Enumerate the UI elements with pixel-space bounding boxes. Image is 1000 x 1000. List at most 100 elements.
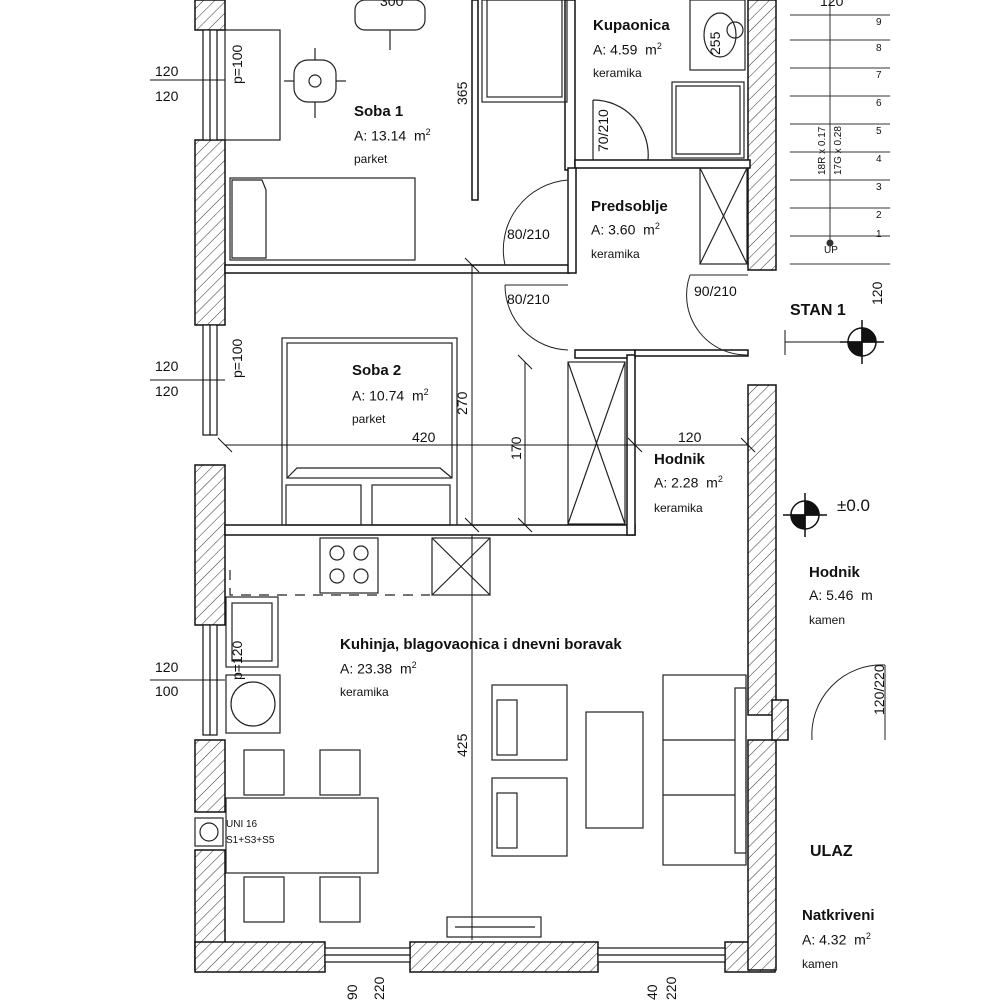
room-area-natkriveni: A: 4.32 m2 xyxy=(802,931,871,948)
dining-table xyxy=(225,797,379,874)
room-name-soba2: Soba 2 xyxy=(352,362,402,379)
window-height-soba1: p=100 xyxy=(229,44,245,84)
stairs xyxy=(790,0,890,265)
radiator xyxy=(446,916,542,938)
wall-predsoblje-left xyxy=(567,167,577,274)
dim-255: 255 xyxy=(707,31,723,55)
stair-step: 1 xyxy=(876,229,882,240)
toilet-box xyxy=(689,0,746,71)
stair-step: 5 xyxy=(876,126,882,137)
window-height-soba2: p=100 xyxy=(229,338,245,378)
stan-label: STAN 1 xyxy=(790,302,846,319)
coffee-table xyxy=(585,711,644,829)
room-material-soba2: parket xyxy=(352,412,386,426)
nightstand-left xyxy=(285,484,362,526)
win2-b: 120 xyxy=(155,383,179,399)
east-column xyxy=(771,699,789,741)
room-material-hodnik-2: kamen xyxy=(809,613,846,627)
window-height-kitchen: p=120 xyxy=(229,640,245,680)
level-markers xyxy=(783,320,884,537)
wardrobe-soba2 xyxy=(567,361,626,525)
uni-marker xyxy=(194,817,224,847)
soba1-furniture xyxy=(224,0,568,261)
stair-riser-label: 18R x 0.17 xyxy=(817,126,828,175)
dim-270: 270 xyxy=(454,391,470,415)
wall-soba1-soba2 xyxy=(224,264,571,274)
dim-stan: 120 xyxy=(869,281,885,305)
south-wall-2 xyxy=(409,941,599,973)
room-material-kuhinja: keramika xyxy=(340,685,389,699)
win1-a: 120 xyxy=(155,63,179,79)
win1-b: 120 xyxy=(155,88,179,104)
shower xyxy=(671,81,745,159)
win3-a: 120 xyxy=(155,659,179,675)
room-material-predsoblje: keramika xyxy=(591,247,640,261)
stove xyxy=(319,537,379,594)
stair-step: 3 xyxy=(876,182,882,193)
room-area-kupaonica: A: 4.59 m2 xyxy=(593,41,662,58)
soba2-furniture xyxy=(281,167,748,526)
wall-hodnik-top xyxy=(634,349,749,357)
desk-soba1 xyxy=(224,29,281,141)
room-name-hodnik-2: Hodnik xyxy=(809,564,860,581)
room-area-kuhinja: A: 23.38 m2 xyxy=(340,660,417,677)
room-area-hodnik-2: A: 5.46 m xyxy=(809,587,873,603)
kitchen-fixtures xyxy=(194,537,747,938)
room-name-predsoblje: Predsoblje xyxy=(591,198,668,215)
stair-step: 4 xyxy=(876,154,882,165)
room-material-kupaonica: keramika xyxy=(593,66,642,80)
washer xyxy=(225,674,281,734)
bed-soba2 xyxy=(281,337,458,526)
dim-top-b: 120 xyxy=(820,0,844,9)
dim-bot-1: 90 xyxy=(344,984,360,1000)
room-name-natkriveni: Natkriveni xyxy=(802,907,875,924)
stair-step: 8 xyxy=(876,43,882,54)
room-area-soba1: A: 13.14 m2 xyxy=(354,127,431,144)
ulaz-label: ULAZ xyxy=(810,843,853,860)
doors xyxy=(502,179,886,741)
south-wall-1 xyxy=(194,941,326,973)
door-bath: 70/210 xyxy=(595,109,611,152)
armchair-2 xyxy=(491,777,568,857)
east-wall-3 xyxy=(747,739,777,971)
room-area-hodnik: A: 2.28 m2 xyxy=(654,474,723,491)
win2-a: 120 xyxy=(155,358,179,374)
room-name-kuhinja: Kuhinja, blagovaonica i dnevni boravak xyxy=(340,636,622,653)
stair-step: 9 xyxy=(876,17,882,28)
dim-120-hodnik: 120 xyxy=(678,429,702,445)
wall-bath-bottom xyxy=(574,159,751,169)
bed-soba1 xyxy=(229,177,416,261)
wardrobe-soba1 xyxy=(481,0,568,103)
door-soba1: 80/210 xyxy=(507,226,550,242)
dim-top-a: 300 xyxy=(380,0,404,9)
east-wall-1 xyxy=(747,0,777,271)
room-material-hodnik: keramika xyxy=(654,501,703,515)
dim-bot-4: 220 xyxy=(663,976,679,1000)
nightstand-right xyxy=(371,484,451,526)
west-windows xyxy=(202,29,726,963)
fridge xyxy=(431,537,491,596)
room-area-predsoblje: A: 3.60 m2 xyxy=(591,221,660,238)
stair-step: 7 xyxy=(876,70,882,81)
door-soba2: 80/210 xyxy=(507,291,550,307)
wall-predsoblje-bottom xyxy=(574,349,636,359)
dim-420: 420 xyxy=(412,429,436,445)
stair-step: 2 xyxy=(876,210,882,221)
west-wall-2 xyxy=(194,464,226,626)
room-area-soba2: A: 10.74 m2 xyxy=(352,387,429,404)
sink xyxy=(225,596,279,668)
door-predsoblje: 90/210 xyxy=(694,283,737,299)
wall-soba1-right xyxy=(471,0,479,201)
dim-425: 425 xyxy=(454,733,470,757)
west-wall-1 xyxy=(194,139,226,326)
door-entrance: 120/220 xyxy=(871,664,887,715)
stair-tread-label: 17G x 0.28 xyxy=(833,126,844,175)
room-material-natkriveni: kamen xyxy=(802,957,839,971)
level-label: ±0.0 xyxy=(837,496,870,515)
dim-bot-3: 40 xyxy=(644,984,660,1000)
wall-soba2-kitchen xyxy=(224,524,636,536)
west-wall-upper xyxy=(194,0,226,31)
wardrobe-predsoblje xyxy=(699,167,748,265)
bathroom-fixtures xyxy=(592,0,746,161)
